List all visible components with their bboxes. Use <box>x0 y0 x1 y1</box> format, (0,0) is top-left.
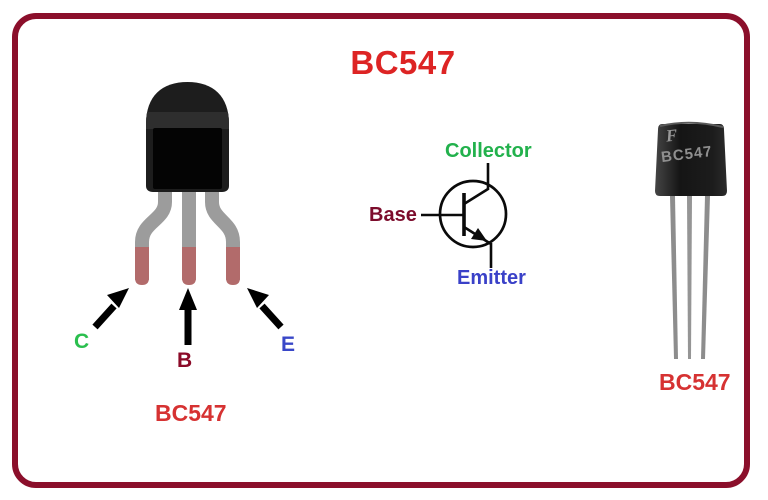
leg-tip-collector <box>135 247 149 285</box>
arrow-emitter-head <box>247 288 269 308</box>
transistor-body-band <box>146 112 229 129</box>
pinout-caption: BC547 <box>155 400 227 426</box>
page-title: BC547 <box>350 44 456 81</box>
photo-body-top-edge <box>659 121 724 128</box>
transistor-body-face <box>153 128 222 189</box>
symbol-emitter-arrowhead <box>471 228 487 241</box>
photo-body <box>655 124 727 196</box>
arrow-collector-head <box>107 288 129 308</box>
leg-emitter <box>205 186 240 280</box>
photo-leg-left <box>670 196 678 359</box>
arrow-collector-shaft <box>92 303 117 330</box>
pin-label-emitter: E <box>281 333 296 356</box>
photo-brand-logo: F <box>664 125 679 146</box>
pin-label-collector: C <box>74 330 90 353</box>
symbol-emitter-label: Emitter <box>457 267 526 289</box>
leg-tip-base <box>182 247 196 285</box>
pinout-package-drawing <box>92 82 284 345</box>
leg-tip-emitter <box>226 247 240 285</box>
leg-collector <box>135 186 172 280</box>
pin-arrows <box>92 288 284 345</box>
arrow-emitter-shaft <box>259 303 284 330</box>
photo-caption: BC547 <box>659 369 731 395</box>
photo-leg-right <box>701 196 710 359</box>
npn-symbol <box>421 163 508 268</box>
symbol-base-label: Base <box>369 204 417 226</box>
symbol-collector-label: Collector <box>445 140 532 162</box>
symbol-collector-diag <box>463 187 489 206</box>
photo-leg-middle <box>687 196 692 359</box>
arrow-base-head <box>179 288 197 310</box>
transistor-photo <box>655 121 727 359</box>
pin-label-base: B <box>177 349 193 372</box>
